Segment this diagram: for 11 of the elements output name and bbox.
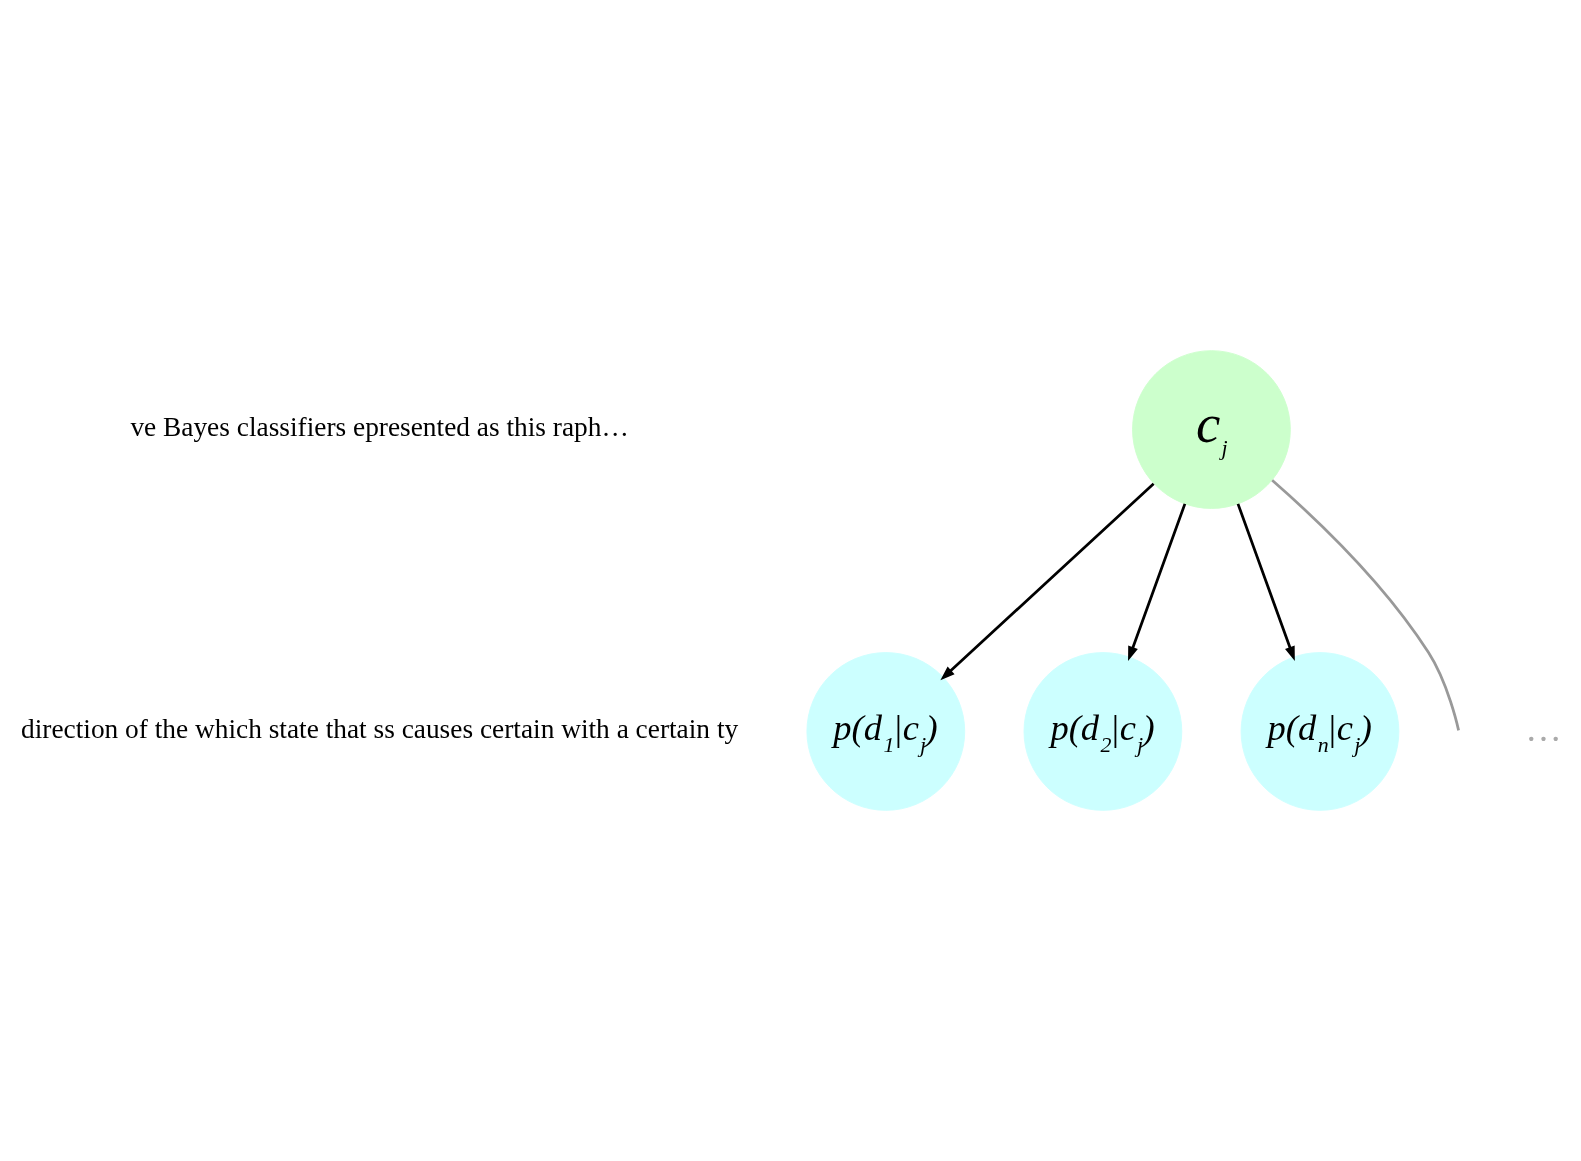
arrow (1128, 503, 1187, 661)
node-circle: p(d$_{n}$|c$_{j}$) (1240, 652, 1400, 811)
node-circle: p(d$_{1}$|c$_{j}$) (806, 652, 966, 811)
label: direction of the which state that ss causes certain with a certain ty (21, 714, 739, 745)
node-circle: c$_{j}$ (1132, 350, 1291, 509)
arrow (1236, 503, 1295, 661)
node-circle: p(d$_{2}$|c$_{j}$) (1023, 652, 1183, 811)
label: ve Bayes classifiers epresented as this raph… (130, 412, 629, 443)
label: … (1525, 707, 1562, 749)
connector (1271, 479, 1460, 731)
arrow (940, 482, 1155, 681)
